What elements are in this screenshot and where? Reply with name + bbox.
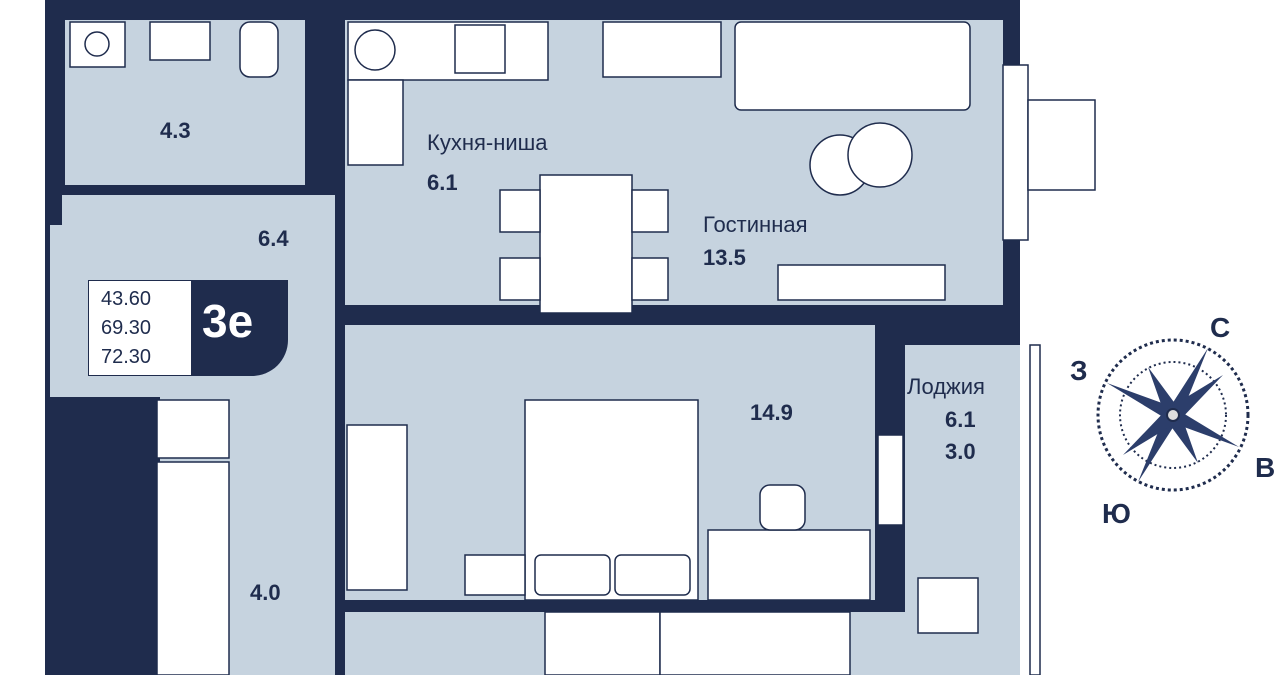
living-area-total: 43.60 bbox=[101, 288, 152, 310]
bedroom-area: 14.9 bbox=[750, 400, 793, 425]
corridor-top bbox=[62, 195, 335, 235]
compass-north: С bbox=[1210, 312, 1231, 343]
loggia-name: Лоджия bbox=[907, 374, 985, 399]
kitchen-area: 6.1 bbox=[427, 170, 458, 195]
compass-east: В bbox=[1255, 452, 1276, 483]
kitchen-name: Кухня-ниша bbox=[427, 130, 548, 155]
corridor-area: 6.4 bbox=[258, 226, 289, 251]
bathroom-area: 4.3 bbox=[160, 118, 191, 143]
hall-area: 4.0 bbox=[250, 580, 281, 605]
compass-south: Ю bbox=[1102, 498, 1131, 529]
apartment-info: 43.60 69.30 72.30 3е bbox=[88, 280, 288, 376]
living-area: 13.5 bbox=[703, 245, 746, 270]
compass-rose bbox=[1096, 338, 1250, 492]
apartment-code: 3е bbox=[202, 295, 254, 347]
compass-west: З bbox=[1070, 355, 1088, 386]
loggia-reduced-area: 3.0 bbox=[945, 439, 976, 464]
living-name: Гостинная bbox=[703, 212, 808, 237]
total-area: 69.30 bbox=[101, 317, 152, 339]
loggia-area: 6.1 bbox=[945, 407, 976, 432]
outside bbox=[1020, 340, 1280, 675]
total-area-with-loggia: 72.30 bbox=[101, 346, 152, 368]
furniture bbox=[69, 21, 1096, 675]
